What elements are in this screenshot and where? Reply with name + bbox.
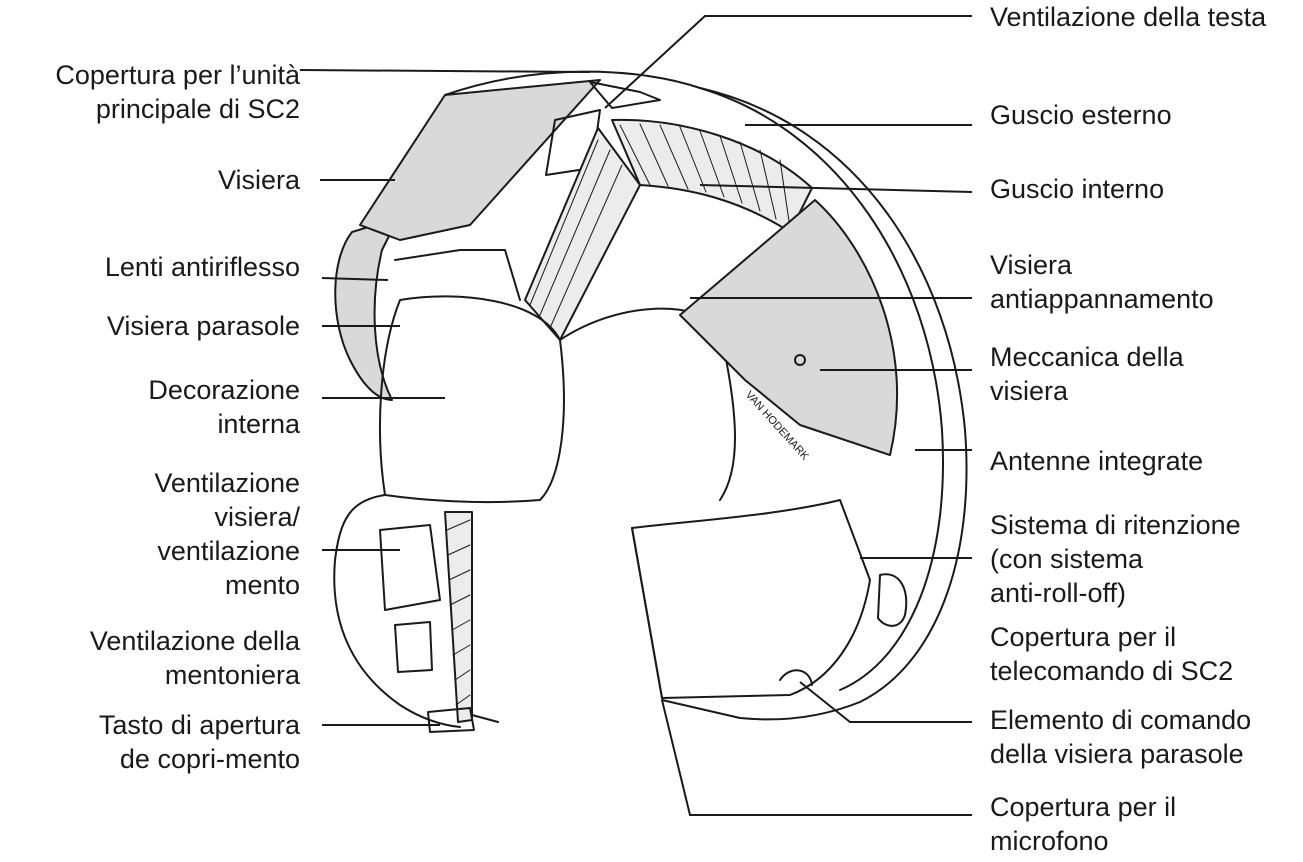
visor-mechanism-screw (794, 354, 806, 366)
label-guscio-interno: Guscio interno (990, 174, 1165, 204)
label-copertura-telecomando: Copertura per il telecomando di SC2 (990, 622, 1234, 686)
leader-copertura-unita (299, 69, 591, 73)
leader-lines (299, 15, 973, 816)
leader-lenti (321, 277, 389, 281)
label-tasto-apertura: Tasto di apertura de copri-mento (98, 710, 300, 774)
leader-microfono (661, 699, 972, 816)
label-guscio-esterno: Guscio esterno (990, 100, 1172, 130)
label-meccanica-visiera: Meccanica della visiera (990, 342, 1184, 406)
leader-guscio-interno (699, 184, 973, 193)
label-visiera-antiappannamento: Visiera antiappannamento (990, 250, 1214, 314)
sun-visor-control (779, 669, 813, 686)
leader-comando-parasole (799, 681, 972, 723)
label-visiera: Visiera (217, 165, 300, 195)
anti-fog-visor (679, 199, 898, 456)
label-copertura-unita-principale: Copertura per l’unità principale di SC2 (55, 60, 300, 124)
main-unit-cover (359, 79, 601, 241)
leader-ventilazione-testa (604, 15, 972, 109)
label-ventilazione-visiera-mento: Ventilazione visiera/ ventilazione mento (154, 468, 300, 600)
head-vent (589, 81, 661, 109)
inner-decoration (379, 295, 565, 504)
label-visiera-parasole: Visiera parasole (106, 311, 300, 341)
label-ventilazione-mentoniera: Ventilazione della mentoniera (89, 626, 300, 690)
chin-guard (333, 494, 461, 728)
label-ventilazione-testa: Ventilazione della testa (990, 2, 1267, 32)
label-antenne-integrate: Antenne integrate (990, 446, 1204, 476)
side-vent (877, 573, 908, 627)
outer-shell-inner-edge (699, 87, 944, 691)
visor-outline (334, 217, 399, 401)
label-decorazione-interna: Decorazione interna (148, 375, 300, 439)
outer-shell-outline (444, 70, 968, 721)
label-sistema-ritenzione: Sistema di ritenzione (con sistema anti-… (990, 510, 1241, 608)
label-copertura-microfono: Copertura per il microfono (990, 792, 1177, 856)
label-elemento-comando-parasole: Elemento di comando della visiera paraso… (990, 705, 1252, 769)
label-lenti-antiriflesso: Lenti antiriflesso (104, 252, 300, 282)
microphone-cover-edge (631, 527, 663, 699)
retention-panel (631, 499, 871, 699)
